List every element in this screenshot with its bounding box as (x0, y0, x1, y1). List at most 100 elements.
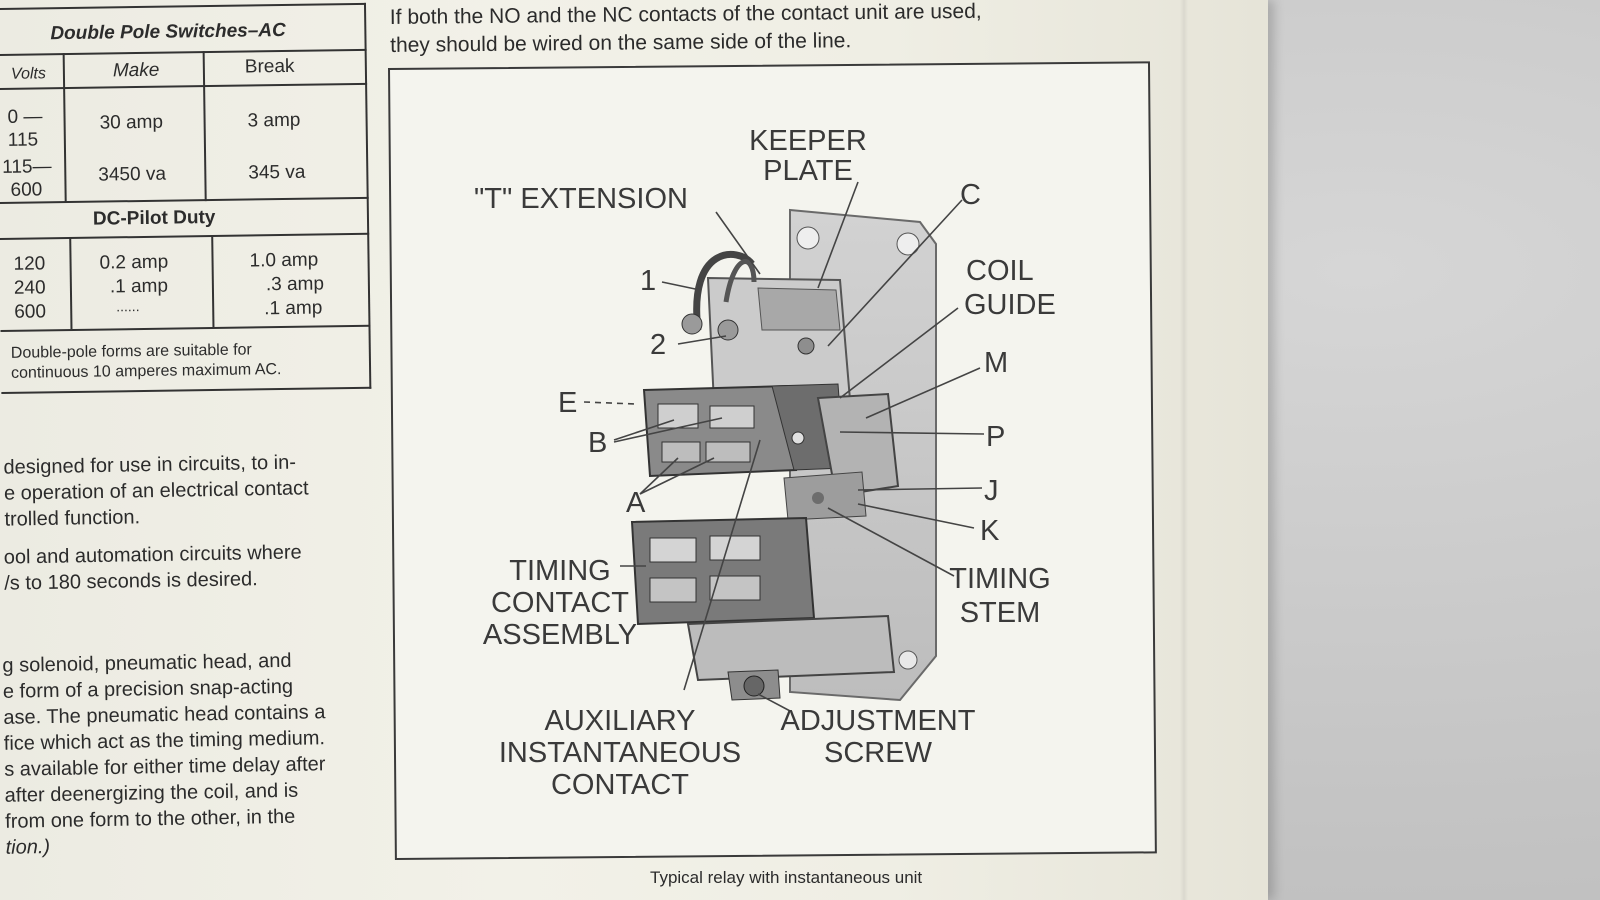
contact-terminal (705, 441, 751, 463)
label-c: C (960, 179, 981, 211)
table-rule (0, 324, 371, 332)
dc-row-2-volts: 240 (13, 277, 46, 299)
body-line: trolled function. (4, 506, 141, 531)
label-keeper-plate-1: KEEPER (749, 125, 867, 157)
ac-row-1-volts-b: 115 (7, 129, 39, 151)
leader-1 (661, 281, 701, 291)
leader-c (827, 199, 963, 347)
coil-guide (816, 392, 900, 498)
ratings-footnote: Double-pole forms are suitable for conti… (11, 340, 282, 384)
terminal-screw (681, 313, 703, 335)
leader-lines (583, 181, 985, 713)
leader-j (857, 487, 983, 491)
top-note: If both the NO and the NC contacts of th… (390, 0, 1151, 60)
leader-auxiliary (683, 439, 761, 691)
table-rule (0, 82, 368, 90)
dc-title: DC-Pilot Duty (92, 206, 216, 230)
leader-2 (677, 335, 727, 345)
t-extension-wire (693, 250, 755, 331)
terminal-screw (717, 319, 739, 341)
dc-row-2-make: .1 amp (109, 275, 169, 298)
adjustment-screw-head (743, 675, 765, 697)
label-timing-contact-3: ASSEMBLY (483, 619, 637, 651)
ratings-footnote-line-2: continuous 10 amperes maximum AC. (10, 361, 282, 382)
header-volts: Volts (10, 65, 47, 83)
leader-t-extension (715, 211, 761, 275)
mount-hole (898, 650, 918, 670)
leader-b (613, 419, 675, 441)
body-line: /s to 180 seconds is desired. (4, 568, 258, 595)
leader-coil-guide (839, 307, 959, 399)
header-make: Make (112, 59, 160, 82)
label-auxiliary-2: INSTANTANEOUS (499, 737, 741, 769)
label-j: J (984, 475, 999, 507)
figure-labels: KEEPER PLATE "T" EXTENSION C COIL GUIDE … (474, 125, 1056, 801)
timing-terminal (649, 537, 697, 563)
ac-row-1-volts: 0 — 115 (7, 105, 42, 151)
table-col-rule (62, 53, 67, 204)
ac-row-1-volts-a: 0 — (7, 106, 43, 128)
terminal-screw (797, 337, 815, 355)
dc-row-3-break: .1 amp (264, 297, 323, 320)
timing-terminal (709, 575, 761, 601)
label-timing-contact-2: CONTACT (491, 587, 629, 619)
mount-hole (796, 226, 820, 250)
ac-row-2-break: 345 va (248, 161, 306, 184)
header-break: Break (244, 55, 295, 78)
body-paragraph-2: ool and automation circuits where /s to … (4, 539, 303, 596)
contact-terminal (661, 441, 701, 463)
leader-b (613, 417, 723, 443)
table-col-rule (211, 234, 215, 328)
timing-contact-assembly-body (630, 516, 816, 626)
leader-e (583, 401, 637, 405)
dc-row-1-make: 0.2 amp (99, 251, 169, 274)
label-keeper-plate-2: PLATE (763, 155, 853, 187)
leader-a (639, 457, 679, 495)
label-p: P (986, 421, 1005, 453)
label-coil-guide-1: COIL (966, 255, 1034, 287)
body-line: e operation of an electrical contact (3, 477, 309, 505)
leader-timing-stem (827, 507, 955, 577)
mount-hole (896, 232, 920, 256)
label-t-extension: "T" EXTENSION (474, 183, 688, 215)
label-b: B (588, 427, 607, 459)
leader-keeper-plate (817, 181, 859, 289)
relay-illustration: KEEPER PLATE "T" EXTENSION C COIL GUIDE … (474, 125, 1056, 801)
table-rule (0, 196, 369, 204)
dc-row-3-make: ...... (116, 298, 140, 315)
pneumatic-head (686, 614, 896, 682)
body-paragraph-3: g solenoid, pneumatic head, and e form o… (2, 647, 328, 861)
label-timing-contact-1: TIMING (509, 555, 611, 587)
label-auxiliary-1: AUXILIARY (545, 705, 696, 737)
leader-a (639, 457, 715, 495)
label-a: A (626, 487, 646, 519)
dc-row-1-volts: 120 (13, 253, 46, 275)
timing-stem-bracket (783, 471, 867, 521)
dc-row-1-break: 1.0 amp (249, 249, 319, 272)
leader-k (857, 503, 975, 529)
label-2: 2 (650, 329, 666, 361)
ac-row-2-volts-b: 600 (10, 179, 43, 201)
label-adjustment-screw-1: ADJUSTMENT (781, 705, 976, 737)
table-col-rule (69, 236, 73, 329)
table-rule (0, 48, 367, 56)
label-e: E (558, 387, 577, 419)
label-coil-guide-2: GUIDE (964, 289, 1056, 321)
t-extension-wire (723, 259, 757, 303)
label-adjustment-screw-2: SCREW (824, 737, 933, 769)
label-timing-stem-1: TIMING (949, 563, 1051, 595)
ac-row-1-break: 3 amp (247, 109, 301, 132)
leader-m (865, 367, 981, 419)
body-paragraph-1: designed for use in circuits, to in- e o… (3, 449, 309, 532)
table-rule (0, 232, 370, 240)
label-timing-stem-2: STEM (960, 597, 1041, 629)
timing-terminal (709, 535, 761, 561)
ac-row-1-make: 30 amp (99, 111, 164, 134)
leader-p (839, 431, 985, 435)
dc-row-3-volts: 600 (14, 301, 47, 323)
timing-terminal (649, 577, 697, 603)
leader-adjustment-screw (757, 693, 793, 713)
keeper-plate-part (757, 287, 841, 331)
stem-screw (812, 492, 824, 504)
paper-fold (1180, 0, 1188, 900)
